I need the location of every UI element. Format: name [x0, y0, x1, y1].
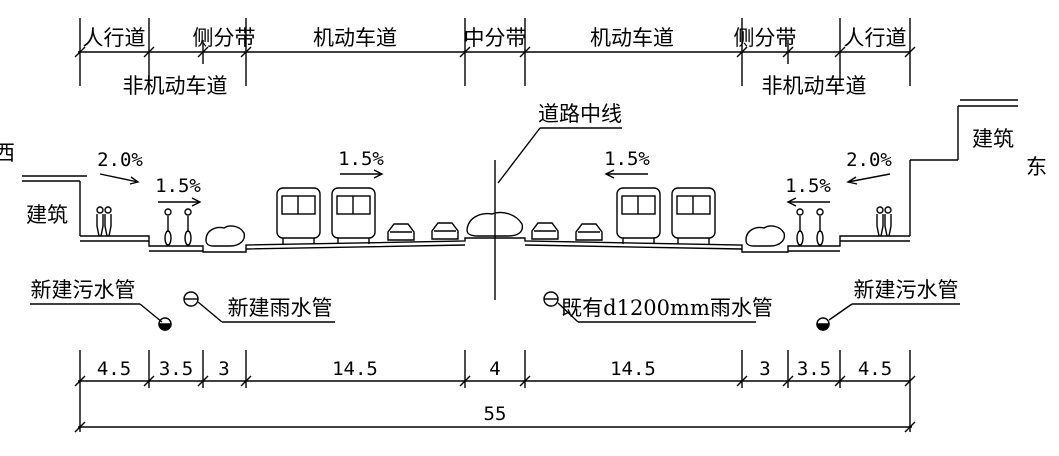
zone-label-motor-right: 机动车道: [590, 26, 674, 50]
sewer-pipe-left-icon: [30, 303, 172, 331]
cyclist-icon: [796, 208, 804, 246]
shrub-right-icon: [745, 225, 786, 247]
slope-arrow-bike-l: [158, 197, 202, 207]
slope-label-bike-left: 1.5%: [155, 175, 201, 197]
direction-west-label: 西: [0, 141, 15, 165]
sewer-pipe-right-label: 新建污水管: [854, 278, 959, 302]
dim-label: 3.5: [797, 358, 831, 380]
dim-label: 3.5: [159, 358, 193, 380]
dim-label: 3: [759, 358, 770, 380]
cyclist-icon: [184, 208, 192, 246]
dim-label: 14.5: [610, 358, 656, 380]
zone-label-sidewalk-left: 人行道: [83, 26, 146, 50]
storm-pipe-existing-icon: [543, 291, 756, 323]
cyclist-icon: [164, 208, 172, 246]
sewer-pipe-right-icon: [816, 303, 960, 331]
slope-label-motor-right: 1.5%: [604, 148, 650, 170]
car-icon: [387, 223, 415, 241]
zone-label-nonmotor-right: 非机动车道: [762, 74, 867, 98]
zone-label-median-right: 侧分带: [734, 26, 797, 50]
slope-arrow-sidewalk-l: [99, 173, 140, 185]
car-icon: [575, 223, 603, 241]
total-width-label: 55: [484, 403, 507, 425]
car-icon: [431, 222, 459, 240]
storm-pipe-existing-label: 既有d1200mm雨水管: [561, 296, 773, 320]
dim-label: 3: [218, 358, 229, 380]
building-right-label: 建筑: [972, 127, 1014, 151]
storm-pipe-new-label: 新建雨水管: [228, 296, 333, 320]
bottom-dim-slashes: [74, 375, 916, 387]
slope-label-sidewalk-left: 2.0%: [97, 149, 143, 171]
dim-label: 14.5: [332, 358, 378, 380]
slope-arrow-bike-r: [786, 197, 830, 207]
building-left-label: 建筑: [26, 203, 68, 227]
road-surface-underline: [80, 240, 910, 252]
zone-label-center-median: 中分带: [464, 26, 527, 50]
slope-arrow-sidewalk-r: [846, 173, 891, 185]
zone-label-nonmotor-left: 非机动车道: [123, 74, 228, 98]
total-dim-slash: [904, 421, 916, 433]
slope-arrow-motor-l: [340, 169, 384, 179]
bus-icon: [616, 187, 661, 244]
zone-label-sidewalk-right: 人行道: [844, 26, 907, 50]
cyclist-icon: [816, 208, 824, 246]
dim-label: 4.5: [97, 358, 131, 380]
sewer-pipe-left-label: 新建污水管: [31, 278, 136, 302]
building-left: [22, 175, 87, 236]
pedestrian-icon: [876, 206, 892, 237]
total-dim-slash: [74, 421, 86, 433]
car-icon: [531, 222, 559, 240]
pedestrian-icon: [96, 206, 112, 237]
slope-label-bike-right: 1.5%: [785, 175, 831, 197]
building-right: [909, 99, 1018, 236]
dim-label: 4: [489, 358, 500, 380]
shrub-center-icon: [466, 211, 524, 237]
dim-label: 4.5: [858, 358, 892, 380]
bus-icon: [276, 187, 321, 244]
centerline-label: 道路中线: [538, 102, 622, 126]
storm-pipe-new-icon: [183, 291, 335, 323]
slope-arrow-motor-r: [604, 169, 648, 179]
centerline-leader: [497, 127, 541, 184]
zone-label-motor-left: 机动车道: [313, 26, 397, 50]
shrub-left-icon: [205, 225, 246, 247]
slope-label-motor-left: 1.5%: [338, 148, 384, 170]
zone-label-median-left: 侧分带: [193, 26, 256, 50]
bus-icon: [671, 187, 716, 244]
direction-east-label: 东: [1026, 155, 1047, 179]
slope-label-sidewalk-right: 2.0%: [846, 149, 892, 171]
top-dim-slashes: [74, 46, 916, 58]
bus-icon: [331, 187, 376, 244]
